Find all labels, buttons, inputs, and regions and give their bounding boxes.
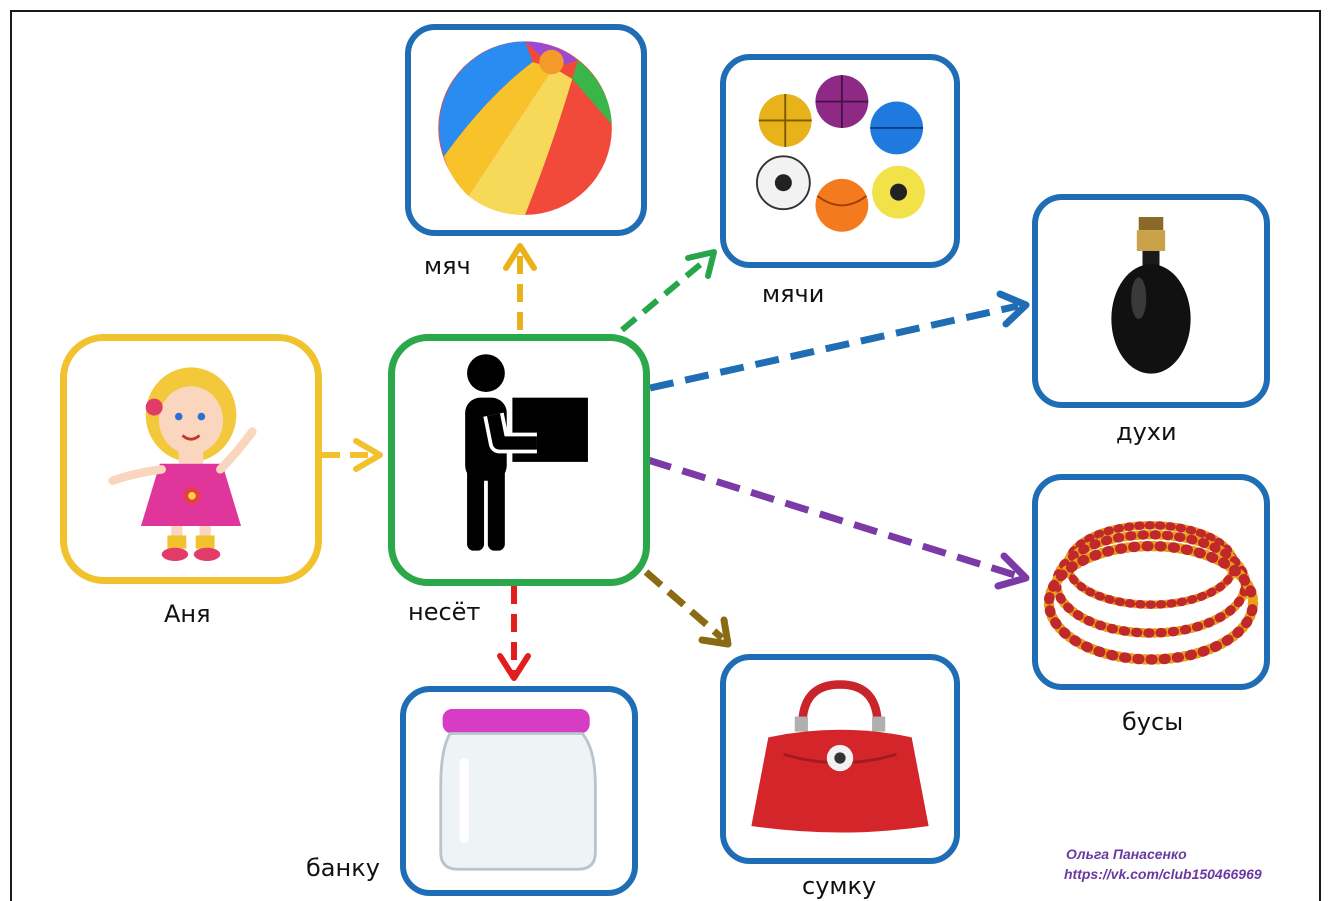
beads-label: бусы	[1122, 708, 1184, 736]
object-card-jar	[400, 686, 638, 896]
arrow-verb-to-beads	[646, 456, 1030, 590]
arrow-verb-to-balls	[620, 249, 717, 333]
object-card-bag	[720, 654, 960, 864]
object-card-balls	[720, 54, 960, 268]
arrow-verb-to-ball	[503, 243, 537, 330]
arrow-verb-to-bag	[643, 569, 732, 648]
verb-card	[388, 334, 650, 586]
arrow-verb-to-jar	[497, 586, 531, 681]
perfume-bottle-icon	[1111, 216, 1191, 374]
object-card-beads	[1032, 474, 1270, 690]
subject-card	[60, 334, 322, 584]
arrow-verb-to-perfume	[649, 290, 1030, 392]
verb-label: несёт	[408, 598, 481, 626]
perfume-label: духи	[1116, 418, 1177, 446]
credit-url[interactable]: https://vk.com/club150466969	[1064, 866, 1262, 882]
handbag-icon	[751, 680, 929, 833]
person-carrying-box-icon	[465, 354, 588, 551]
bag-label: сумку	[802, 872, 877, 900]
balls-icon	[755, 75, 925, 232]
object-card-ball	[405, 24, 647, 236]
girl-icon	[108, 367, 257, 561]
beach-ball-icon	[438, 41, 612, 215]
subject-label: Аня	[164, 600, 211, 628]
jar-icon	[439, 708, 597, 871]
diagram-frame	[10, 10, 1321, 901]
credit-author: Ольга Панасенко	[1066, 846, 1187, 862]
beads-icon	[1043, 521, 1259, 665]
ball-label: мяч	[424, 252, 471, 280]
jar-label: банку	[306, 854, 380, 882]
object-card-perfume	[1032, 194, 1270, 408]
balls-label: мячи	[762, 280, 825, 308]
arrow-subject-to-verb	[322, 438, 383, 472]
